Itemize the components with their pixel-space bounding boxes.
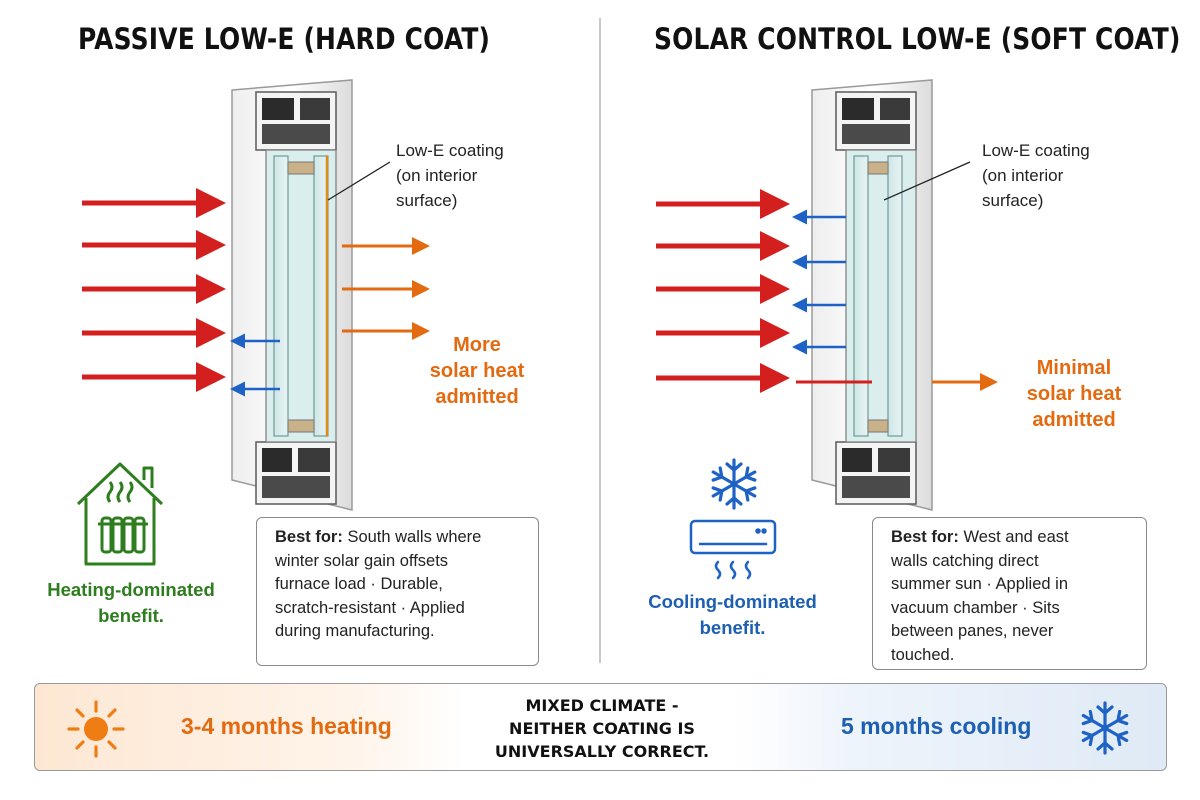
right-arrows [656,189,998,393]
snowflake-icon [1078,701,1132,755]
left-arrows [82,188,430,397]
mixed-climate-statement: MIXED CLIMATE - NEITHER COATING IS UNIVE… [494,696,710,761]
right-coating-label: Low-E coating (on interior surface) [982,141,1090,210]
heating-months-label: 3-4 months heating [181,713,392,739]
right-heat-label: Minimal solar heat admitted [1026,357,1122,431]
sun-icon [67,700,125,758]
reflected-infrared-arrows [792,209,846,355]
cooling-months-label: 5 months cooling [841,713,1032,739]
left-heat-label: More solar heat admitted [429,334,525,408]
left-best-for-box: Best for: South walls where winter solar… [256,517,539,666]
right-panel-title: SOLAR CONTROL LOW-E (SOFT COAT) [654,22,1181,56]
cooling-benefit-label: Cooling-dominated benefit. [648,591,817,638]
house-radiator-icon [76,462,164,566]
air-conditioner-icon [689,519,777,580]
best-for-label: Best for: [891,528,959,546]
left-coating-label: Low-E coating (on interior surface) [396,141,504,210]
left-panel-title: PASSIVE LOW-E (HARD COAT) [78,22,491,56]
incoming-solar-arrows [82,188,226,392]
right-window-cross-section [811,79,971,511]
mixed-climate-bar: 3-4 months heating MIXED CLIMATE - NEITH… [34,683,1167,771]
reflected-infrared-arrows [230,333,280,397]
heating-benefit-label: Heating-dominated benefit. [47,579,215,626]
incoming-solar-arrows [656,189,790,393]
snowflake-icon [708,458,760,510]
left-window-cross-section [231,79,391,511]
transmitted-heat-arrows [342,237,430,340]
best-for-label: Best for: [275,528,343,546]
right-best-for-box: Best for: West and east walls catching d… [872,517,1147,670]
panel-divider [599,18,601,663]
